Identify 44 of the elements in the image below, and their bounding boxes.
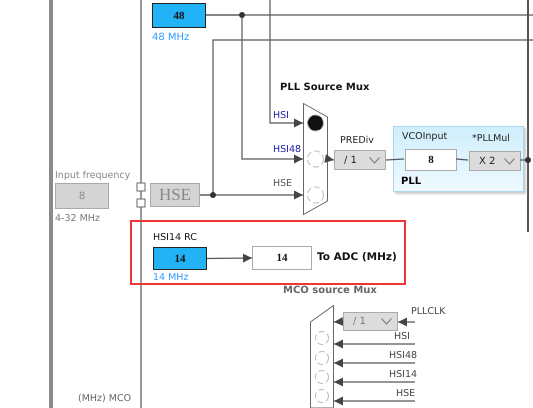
caption-label: VCOInput — [402, 131, 448, 142]
connector — [398, 318, 415, 326]
connector — [206, 14, 303, 164]
edge-label: HSE — [395, 388, 416, 399]
panel-title: PLL — [401, 176, 422, 187]
pll-panel — [393, 126, 524, 192]
connector — [269, 0, 303, 128]
caption-label: 4-32 MHz — [55, 213, 100, 224]
output-box: 14 — [252, 246, 312, 270]
text-label: (MHz) MCO — [78, 393, 132, 404]
connector — [334, 396, 415, 406]
mux-title: PLL Source Mux — [280, 82, 370, 93]
dropdown-select: X 2 — [469, 151, 521, 171]
edge-label: HSI14 — [388, 369, 418, 380]
edge-label: HSI — [393, 331, 411, 342]
caption-label: 48 MHz — [152, 32, 190, 43]
connector — [386, 158, 404, 161]
dropdown-select: / 1 — [343, 312, 398, 331]
caption-label: To ADC (MHz) — [317, 251, 397, 263]
caption-label: PREDiv — [340, 135, 374, 146]
value-box: 14 — [153, 247, 207, 270]
dropdown-select: / 1 — [334, 150, 386, 170]
mux-title: MCO source Mux — [283, 285, 377, 296]
value-box: 48 — [152, 3, 206, 28]
oscillator-block: HSE — [150, 183, 200, 207]
edge-label: HSI48 — [388, 350, 418, 361]
caption-label: Input frequency — [55, 170, 130, 181]
caption-label: 14 MHz — [153, 272, 188, 283]
edge-label: HSE — [272, 178, 294, 189]
connector — [334, 378, 415, 386]
connector — [334, 358, 415, 368]
connector — [200, 39, 533, 196]
connector — [207, 254, 252, 263]
connector — [456, 158, 468, 161]
connector — [334, 340, 415, 348]
edge-label: HSI — [272, 110, 290, 121]
output-box: 8 — [405, 149, 457, 171]
input-field: 8 — [55, 183, 109, 209]
edge-label: PLLCLK — [410, 306, 446, 317]
caption-label: HSI14 RC — [153, 232, 197, 243]
connector — [324, 154, 334, 163]
edge-label: HSI48 — [272, 144, 302, 155]
caption-label: *PLLMul — [472, 133, 510, 144]
connector — [334, 317, 344, 326]
